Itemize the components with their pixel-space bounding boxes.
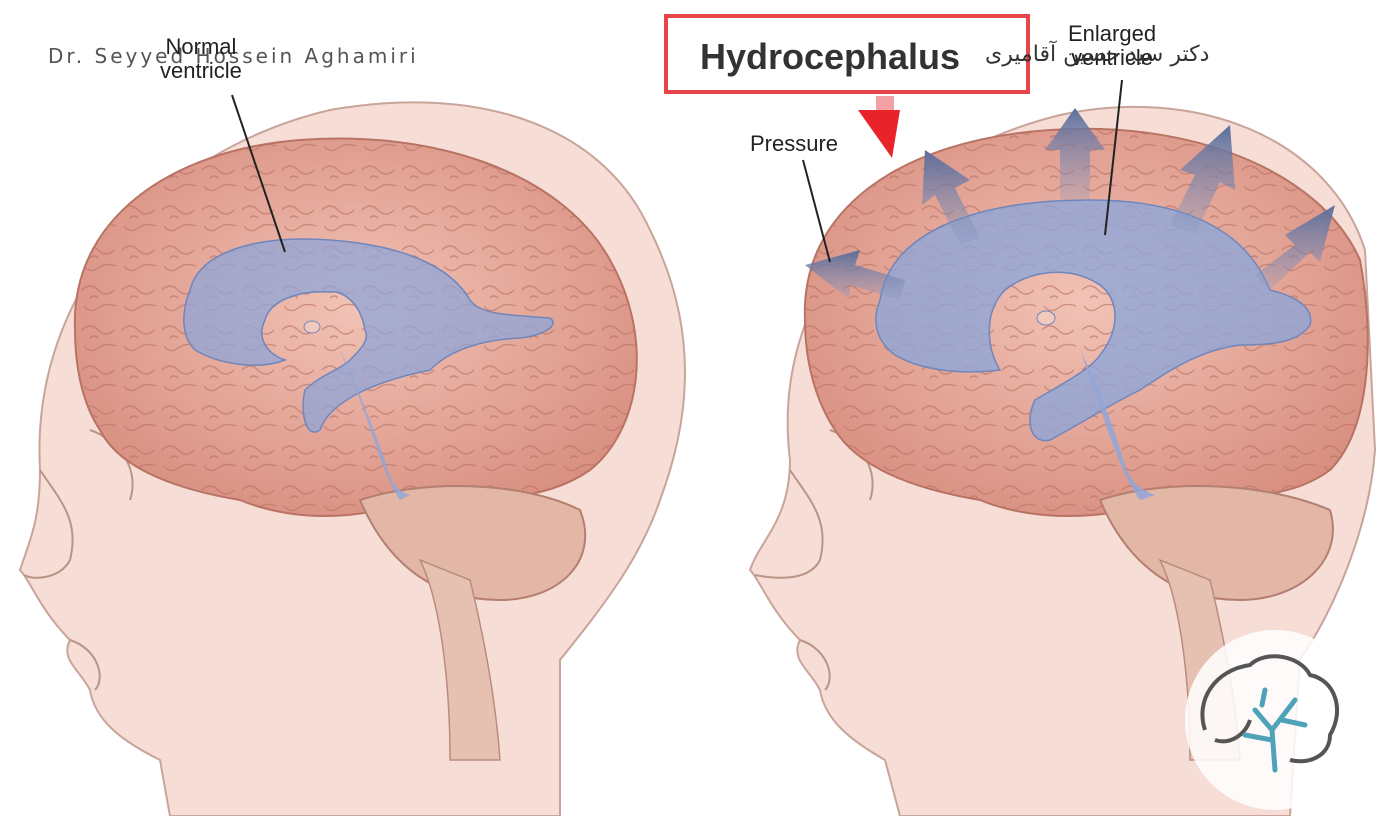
- hydro-thalamus: [1037, 311, 1055, 325]
- red-pointer-arrow-icon: [858, 96, 900, 158]
- pressure-label: Pressure: [750, 132, 838, 156]
- pressure-leader-line: [803, 160, 830, 262]
- watermark-persian: دکتر سید حسین آقامیری: [985, 42, 1209, 67]
- page-title: Hydrocephalus: [700, 36, 960, 78]
- normal-thalamus: [304, 321, 320, 333]
- normal-head: [20, 95, 685, 816]
- normal-ventricle-label: Normal ventricle: [160, 35, 242, 83]
- brain-logo-icon: [1185, 630, 1365, 810]
- normal-label-line2: ventricle: [160, 59, 242, 83]
- normal-label-line1: Normal: [160, 35, 242, 59]
